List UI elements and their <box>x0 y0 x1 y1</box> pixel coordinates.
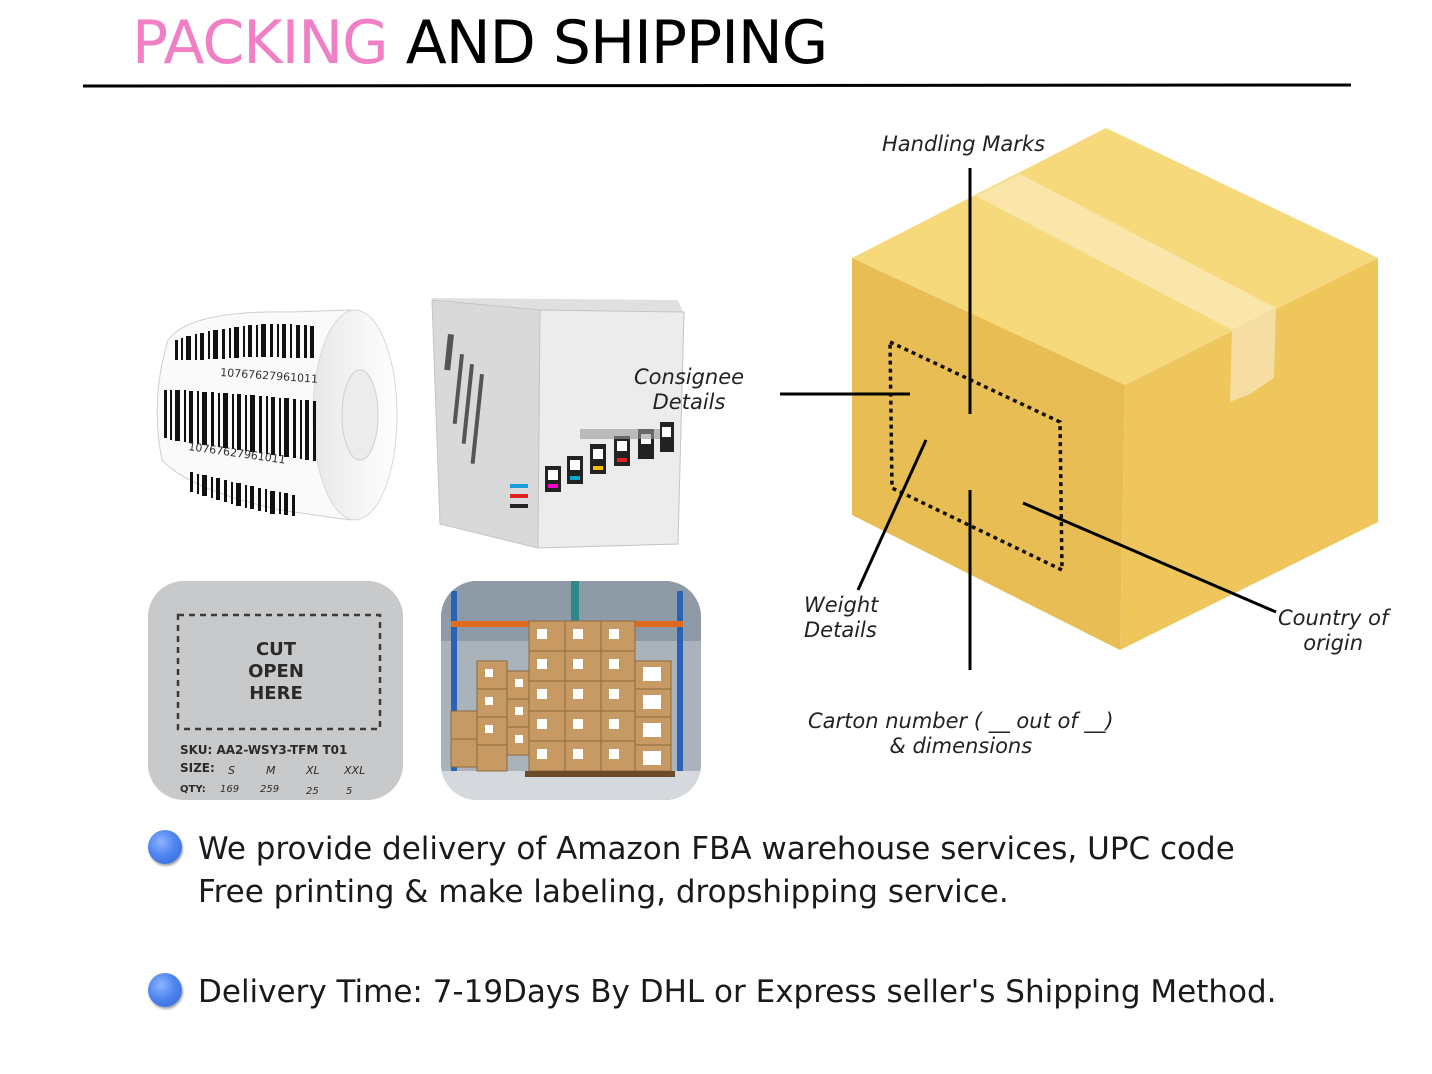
title-accent: PACKING <box>132 8 389 78</box>
handling-marks-text: Handling Marks <box>882 132 1046 156</box>
barcode-roll-image: 10767627961011 10767627961011 <box>150 300 400 525</box>
bullet-1-line-1: We provide delivery of Amazon FBA wareho… <box>198 831 1235 867</box>
size-value: S <box>228 764 235 777</box>
size-value: XL <box>305 764 320 777</box>
weight-label: Weight Details <box>804 593 878 643</box>
carton-line-2: & dimensions <box>889 734 1033 758</box>
carton-number-label: Carton number ( __ out of __) & dimensio… <box>808 709 1114 759</box>
consignee-line-1: Consignee <box>634 365 745 389</box>
handling-marks-label: Handling Marks <box>882 132 1045 157</box>
qty-label: QTY: <box>180 784 206 795</box>
cut-open-label-image: CUT OPEN HERE SKU: AA2-WSY3-TFM T01 SIZE… <box>148 581 403 800</box>
qty-value: 169 <box>220 784 239 795</box>
carton-marking-diagram <box>752 110 1420 688</box>
size-label: SIZE: <box>180 761 215 775</box>
weight-line-2: Details <box>804 618 877 642</box>
size-value: XXL <box>343 764 365 777</box>
bullet-1-line-2: Free printing & make labeling, dropshipp… <box>198 874 1009 910</box>
carton-line-1: Carton number ( __ out of __) <box>808 709 1114 733</box>
warehouse-image <box>441 581 701 800</box>
bullet-icon <box>148 830 182 864</box>
here-line: HERE <box>249 683 303 704</box>
consignee-line-2: Details <box>652 390 726 414</box>
printed-carton-image <box>430 294 688 550</box>
cut-line: CUT <box>256 639 297 660</box>
consignee-label: Consignee Details <box>634 365 744 415</box>
weight-line-1: Weight <box>804 593 879 617</box>
size-value: M <box>266 764 276 777</box>
country-line-1: Country of <box>1278 606 1389 630</box>
title-divider <box>83 83 1351 88</box>
qty-value: 25 <box>306 786 319 797</box>
bullet-icon <box>148 973 182 1007</box>
qty-value: 259 <box>260 784 279 795</box>
country-line-2: origin <box>1303 631 1364 655</box>
title-rest: AND SHIPPING <box>405 8 829 78</box>
page-title: PACKING AND SHIPPING <box>132 8 829 78</box>
bullet-text-1: We provide delivery of Amazon FBA wareho… <box>198 828 1235 914</box>
open-line: OPEN <box>248 661 304 682</box>
bullet-2-line-1: Delivery Time: 7-19Days By DHL or Expres… <box>198 974 1277 1010</box>
qty-value: 5 <box>346 786 352 797</box>
sku-line: SKU: AA2-WSY3-TFM T01 <box>180 743 347 757</box>
bullet-text-2: Delivery Time: 7-19Days By DHL or Expres… <box>198 971 1277 1014</box>
country-of-origin-label: Country of origin <box>1278 606 1388 656</box>
